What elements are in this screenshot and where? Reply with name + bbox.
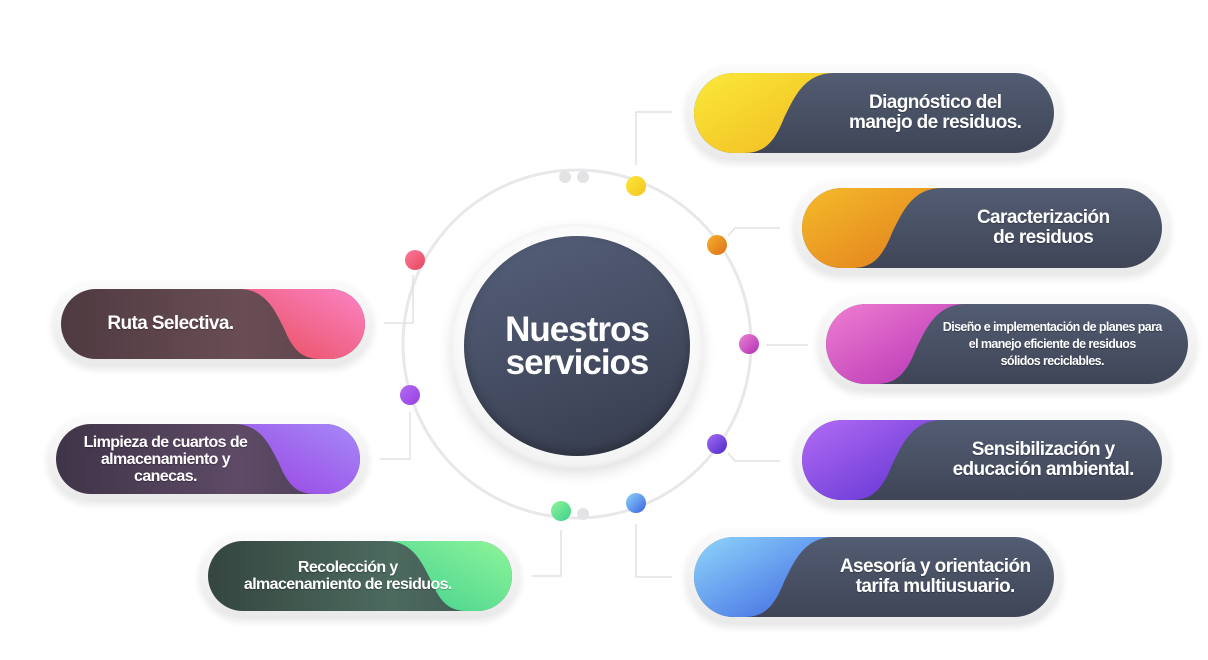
orbit-node-ruta bbox=[405, 250, 425, 270]
orbit-node-grey bbox=[559, 171, 571, 183]
hub-title-line2: servicios bbox=[505, 343, 650, 382]
orbit-node-limpieza bbox=[400, 385, 420, 405]
hub-nuestros-servicios: Nuestros servicios bbox=[464, 236, 690, 456]
orbit-node-sensibilizacion bbox=[707, 434, 727, 454]
orbit-node-recoleccion bbox=[551, 501, 571, 521]
orbit-node-grey bbox=[577, 508, 589, 520]
orbit-node-caracterizacion bbox=[707, 235, 727, 255]
service-ruta-selectiva[interactable]: Ruta Selectiva. bbox=[53, 282, 373, 366]
hub-title-line1: Nuestros bbox=[505, 310, 650, 349]
orbit-node-diseno bbox=[739, 334, 759, 354]
orbit-node-diagnostico bbox=[626, 176, 646, 196]
orbit-node-grey bbox=[577, 171, 589, 183]
orbit-node-asesoria bbox=[626, 493, 646, 513]
service-label: Ruta Selectiva. bbox=[107, 313, 234, 334]
